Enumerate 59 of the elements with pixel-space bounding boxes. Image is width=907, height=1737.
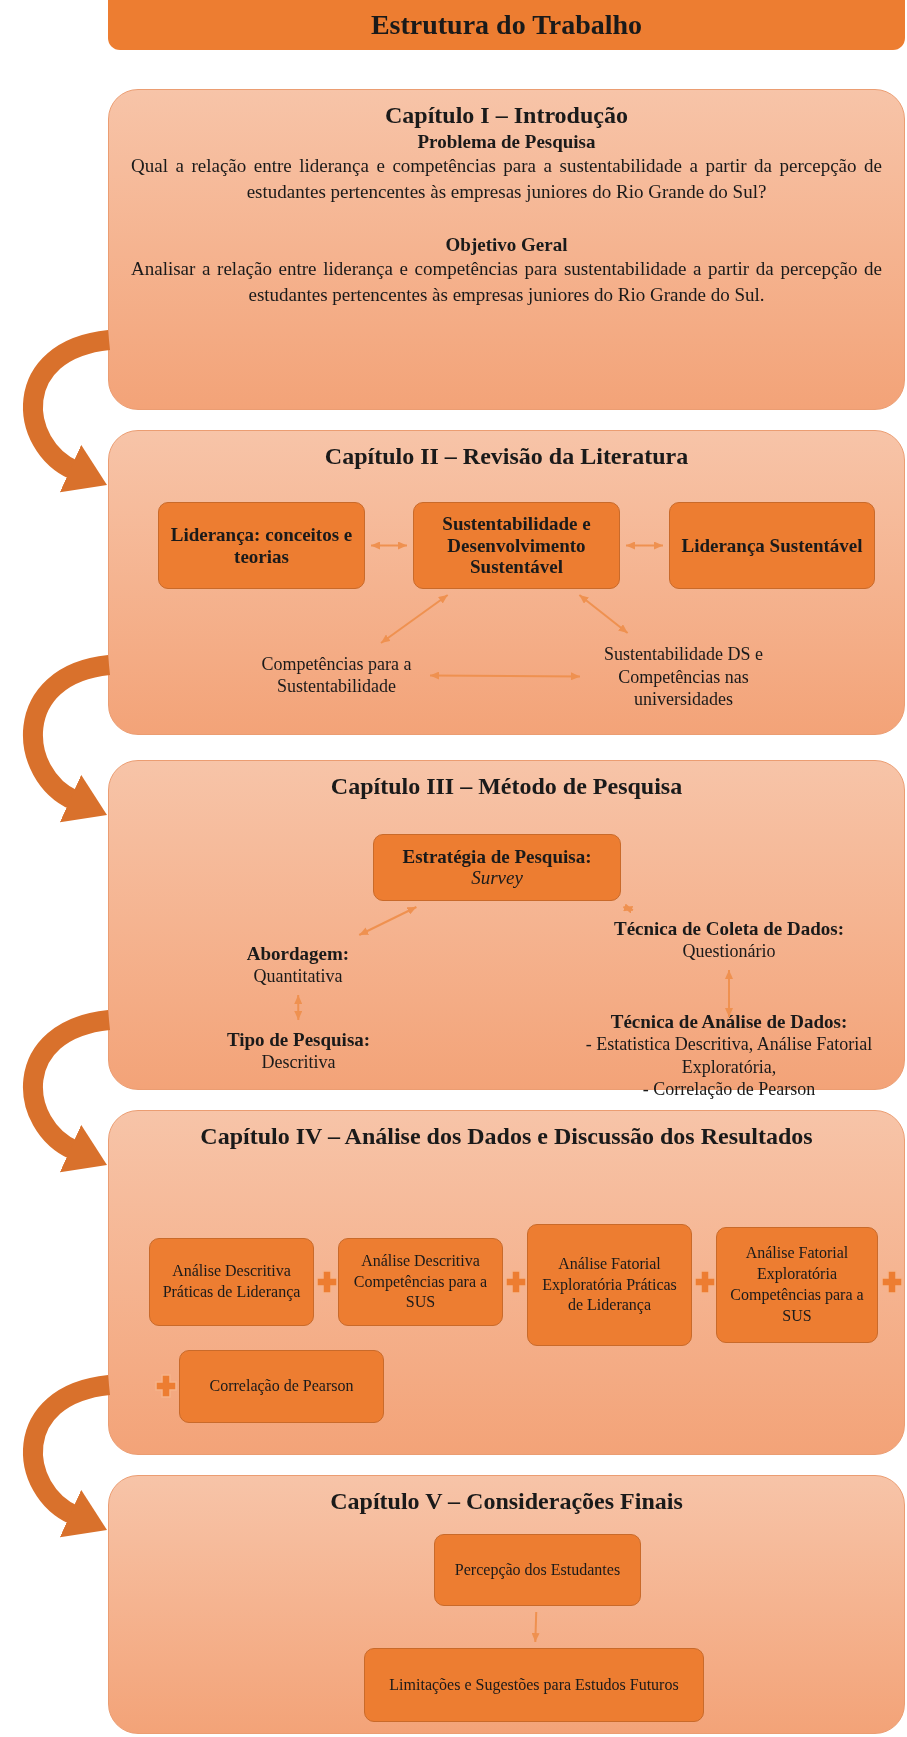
chapter-panel bbox=[108, 89, 905, 410]
arrow bbox=[294, 994, 303, 1021]
analysis-box bbox=[527, 1224, 692, 1346]
title-text: Estrutura do Trabalho bbox=[370, 9, 643, 41]
chapter-heading: Capítulo II – Revisão da Literatura bbox=[323, 443, 690, 470]
box-label: Análise Fatorial Exploratória Competências para a SUS bbox=[729, 1243, 865, 1326]
conclusion-box bbox=[434, 1534, 641, 1606]
analysis-box bbox=[149, 1238, 314, 1326]
chapter-panel bbox=[108, 1475, 905, 1734]
chapter-heading: Capítulo III – Método de Pesquisa bbox=[329, 773, 684, 800]
topic-label: Descritiva bbox=[261, 1050, 336, 1074]
topic-label: Liderança: conceitos e teorias bbox=[169, 523, 354, 568]
arrow bbox=[380, 594, 449, 644]
chapter-heading: Capítulo IV – Análise dos Dados e Discussão dos Resultados bbox=[199, 1123, 814, 1150]
arrow bbox=[625, 541, 664, 550]
box-label: Correlação de Pearson bbox=[209, 1376, 354, 1397]
section-heading: Problema de Pesquisa bbox=[416, 131, 597, 153]
section-heading: Objetivo Geral bbox=[444, 234, 569, 257]
topic-text: Competências para a Sustentabilidade bbox=[249, 649, 424, 701]
box-label: Análise Fatorial Exploratória Práticas de Liderança bbox=[541, 1253, 678, 1316]
topic-label: Estratégia de Pesquisa: bbox=[402, 845, 592, 868]
conclusion-box bbox=[364, 1648, 704, 1722]
method-box bbox=[373, 834, 621, 901]
topic-box bbox=[413, 502, 620, 589]
arrow bbox=[531, 1611, 540, 1643]
analysis-box bbox=[179, 1350, 384, 1423]
topic-box bbox=[158, 502, 365, 589]
arrow bbox=[370, 541, 408, 550]
topic-label: Liderança Sustentável bbox=[681, 534, 863, 557]
arrow bbox=[725, 969, 733, 1018]
analysis-box bbox=[338, 1238, 503, 1326]
arrow bbox=[622, 903, 634, 914]
chapter-panel bbox=[108, 1110, 905, 1455]
arrow bbox=[429, 671, 581, 681]
topic-label: - Estatistica Descritiva, Análise Fatorial Exploratória, bbox=[584, 1033, 874, 1079]
box-label: Limitações e Sugestões para Estudos Futuros bbox=[389, 1674, 679, 1696]
analysis-box bbox=[716, 1227, 878, 1343]
topic-label: Survey bbox=[471, 867, 523, 890]
paragraph-text: Analisar a relação entre liderança e competências para sustentabilidade a partir da percepção de estudantes pertencentes às empresas juniores do Rio Grande do Sul. bbox=[131, 257, 882, 307]
arrow bbox=[358, 906, 418, 936]
topic-label: Abordagem: bbox=[246, 942, 350, 965]
topic-label: Questionário bbox=[682, 939, 776, 963]
paragraph-text: Qual a relação entre liderança e competências para a sustentabilidade a partir da percepção de estudantes pertencentes às empresas juniores do Rio Grande do Sul? bbox=[131, 154, 882, 204]
topic-text: Sustentabilidade DS e Competências nas universidades bbox=[586, 639, 781, 715]
topic-label: Tipo de Pesquisa: bbox=[226, 1028, 371, 1051]
topic-label: Técnica de Coleta de Dados: bbox=[613, 917, 845, 940]
arrow bbox=[578, 594, 629, 634]
title-banner bbox=[108, 0, 905, 50]
topic-label: Quantitativa bbox=[253, 964, 343, 988]
topic-label: Sustentabilidade e Desenvolvimento Sustentável bbox=[441, 512, 592, 579]
topic-box bbox=[669, 502, 875, 589]
box-label: Percepção dos Estudantes bbox=[454, 1559, 621, 1581]
chapter-panel bbox=[108, 430, 905, 735]
chapter-heading: Capítulo V – Considerações Finais bbox=[329, 1488, 684, 1515]
chapter-heading: Capítulo I – Introdução bbox=[384, 102, 629, 129]
topic-label: - Correlação de Pearson bbox=[642, 1078, 816, 1101]
topic-label: Técnica de Análise de Dados: bbox=[610, 1011, 848, 1034]
box-label: Análise Descritiva Práticas de Liderança bbox=[161, 1261, 302, 1303]
box-label: Análise Descritiva Competências para a SUS bbox=[352, 1250, 489, 1313]
